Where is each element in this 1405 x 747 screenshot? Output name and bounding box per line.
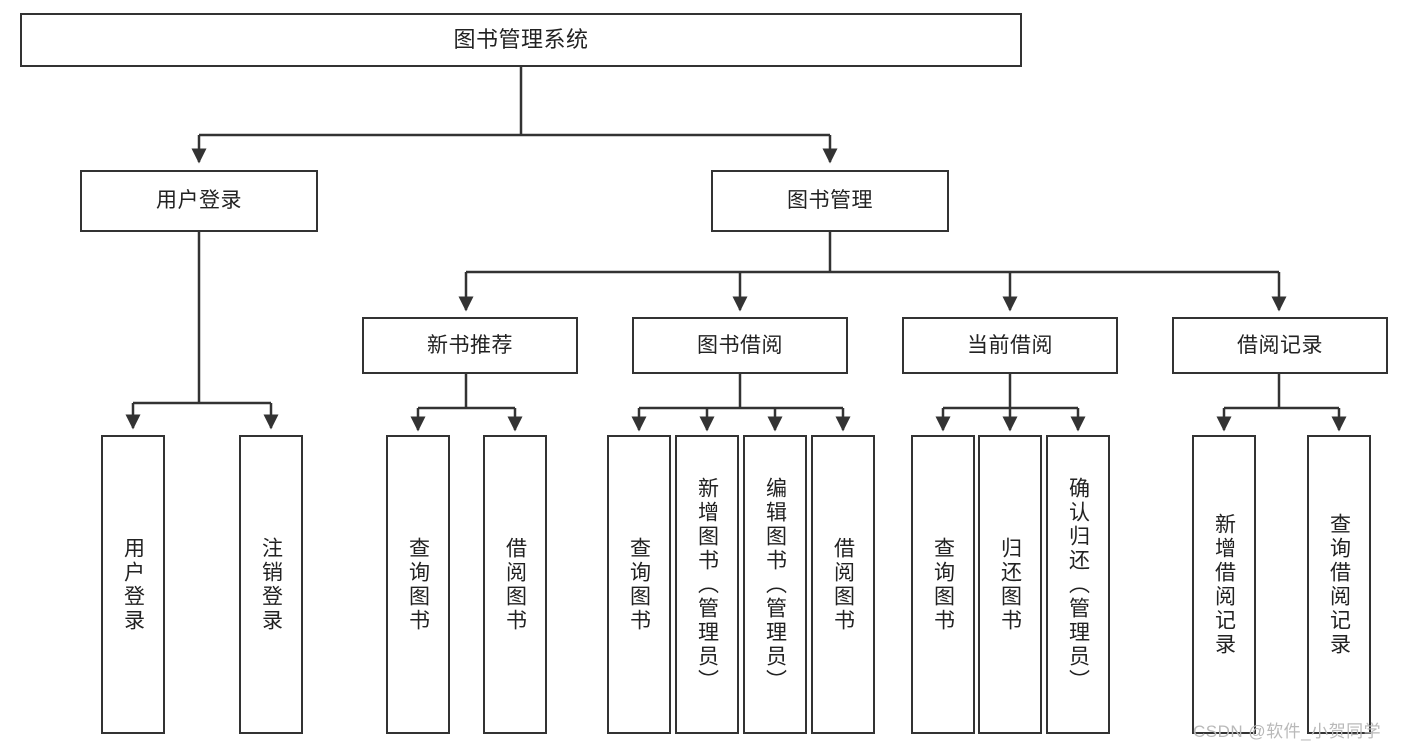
- node-label: 借阅记录: [1237, 333, 1323, 357]
- node-root-book-management-system[interactable]: 图书管理系统: [20, 13, 1022, 67]
- leaf-query-borrow-record[interactable]: 查询借阅记录: [1307, 435, 1371, 734]
- node-new-book-recommend[interactable]: 新书推荐: [362, 317, 578, 374]
- node-label: 查询借阅记录: [1327, 512, 1351, 657]
- leaf-return-book[interactable]: 归还图书: [978, 435, 1042, 734]
- leaf-logout-login[interactable]: 注销登录: [239, 435, 303, 734]
- node-label: 借阅图书: [831, 536, 855, 633]
- node-label: 用户登录: [156, 189, 242, 213]
- node-label: 注销登录: [259, 536, 283, 633]
- node-label: 编辑图书（管理员）: [763, 476, 787, 693]
- leaf-add-book-admin[interactable]: 新增图书（管理员）: [675, 435, 739, 734]
- csdn-watermark: CSDN @软件_小贺同学: [1193, 722, 1382, 741]
- node-label: 用户登录: [121, 536, 145, 633]
- node-label: 图书管理系统: [453, 26, 589, 52]
- node-book-management[interactable]: 图书管理: [711, 170, 949, 232]
- leaf-query-book-current[interactable]: 查询图书: [911, 435, 975, 734]
- node-label: 图书管理: [787, 189, 873, 213]
- node-label: 确认归还（管理员）: [1066, 476, 1090, 693]
- leaf-edit-book-admin[interactable]: 编辑图书（管理员）: [743, 435, 807, 734]
- node-label: 借阅图书: [503, 536, 527, 633]
- node-label: 图书借阅: [697, 333, 783, 357]
- node-label: 新增借阅记录: [1212, 512, 1236, 657]
- node-label: 查询图书: [931, 536, 955, 633]
- node-label: 归还图书: [998, 536, 1022, 633]
- node-label: 新增图书（管理员）: [695, 476, 719, 693]
- leaf-borrow-book-borrow[interactable]: 借阅图书: [811, 435, 875, 734]
- node-current-borrow[interactable]: 当前借阅: [902, 317, 1118, 374]
- node-user-login[interactable]: 用户登录: [80, 170, 318, 232]
- node-label: 当前借阅: [967, 333, 1053, 357]
- leaf-confirm-return-admin[interactable]: 确认归还（管理员）: [1046, 435, 1110, 734]
- node-label: 查询图书: [406, 536, 430, 633]
- leaf-query-book-borrow[interactable]: 查询图书: [607, 435, 671, 734]
- leaf-borrow-book-new-recommend[interactable]: 借阅图书: [483, 435, 547, 734]
- node-label: 新书推荐: [427, 333, 513, 357]
- leaf-user-login[interactable]: 用户登录: [101, 435, 165, 734]
- node-book-borrow[interactable]: 图书借阅: [632, 317, 848, 374]
- leaf-query-book-new-recommend[interactable]: 查询图书: [386, 435, 450, 734]
- leaf-add-borrow-record[interactable]: 新增借阅记录: [1192, 435, 1256, 734]
- node-label: 查询图书: [627, 536, 651, 633]
- node-borrow-record[interactable]: 借阅记录: [1172, 317, 1388, 374]
